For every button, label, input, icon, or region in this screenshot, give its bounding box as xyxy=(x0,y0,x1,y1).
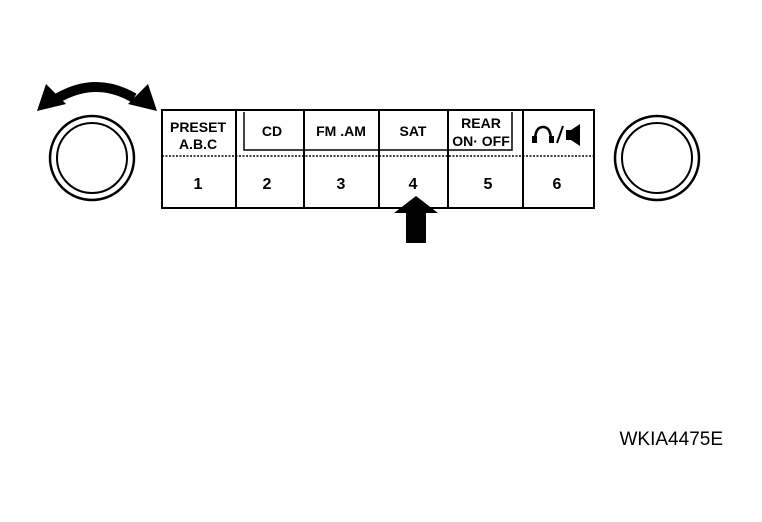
fm-am-label: FM .AM xyxy=(316,123,366,139)
headphone-speaker-button[interactable]: 6 xyxy=(532,124,580,193)
preset-button[interactable]: PRESET A.B.C 1 xyxy=(170,119,226,193)
button-number-6: 6 xyxy=(553,176,562,193)
right-knob[interactable] xyxy=(613,114,701,202)
sat-label: SAT xyxy=(400,123,427,139)
button-number-4: 4 xyxy=(409,176,418,193)
rear-label-line-1: REAR xyxy=(461,115,501,131)
button-number-1: 1 xyxy=(194,176,203,193)
left-knob[interactable] xyxy=(48,114,136,202)
preset-label-line-1: PRESET xyxy=(170,119,226,135)
preset-label-line-2: A.B.C xyxy=(179,136,217,152)
cd-label: CD xyxy=(262,123,282,139)
button-number-3: 3 xyxy=(337,176,346,193)
button-number-2: 2 xyxy=(263,176,272,193)
cd-button[interactable]: CD 2 xyxy=(262,123,282,193)
button-number-5: 5 xyxy=(484,176,493,193)
up-arrow-icon xyxy=(394,196,438,243)
fm-am-button[interactable]: FM .AM 3 xyxy=(316,123,366,193)
figure-id: WKIA4475E xyxy=(620,429,724,450)
double-headed-curved-arrow-icon xyxy=(37,82,157,111)
headphones-speaker-icon xyxy=(532,124,580,146)
rear-on-off-button[interactable]: REAR ON· OFF 5 xyxy=(452,115,510,193)
sat-button[interactable]: SAT 4 xyxy=(400,123,427,193)
rear-label-line-2: ON· OFF xyxy=(452,133,510,149)
